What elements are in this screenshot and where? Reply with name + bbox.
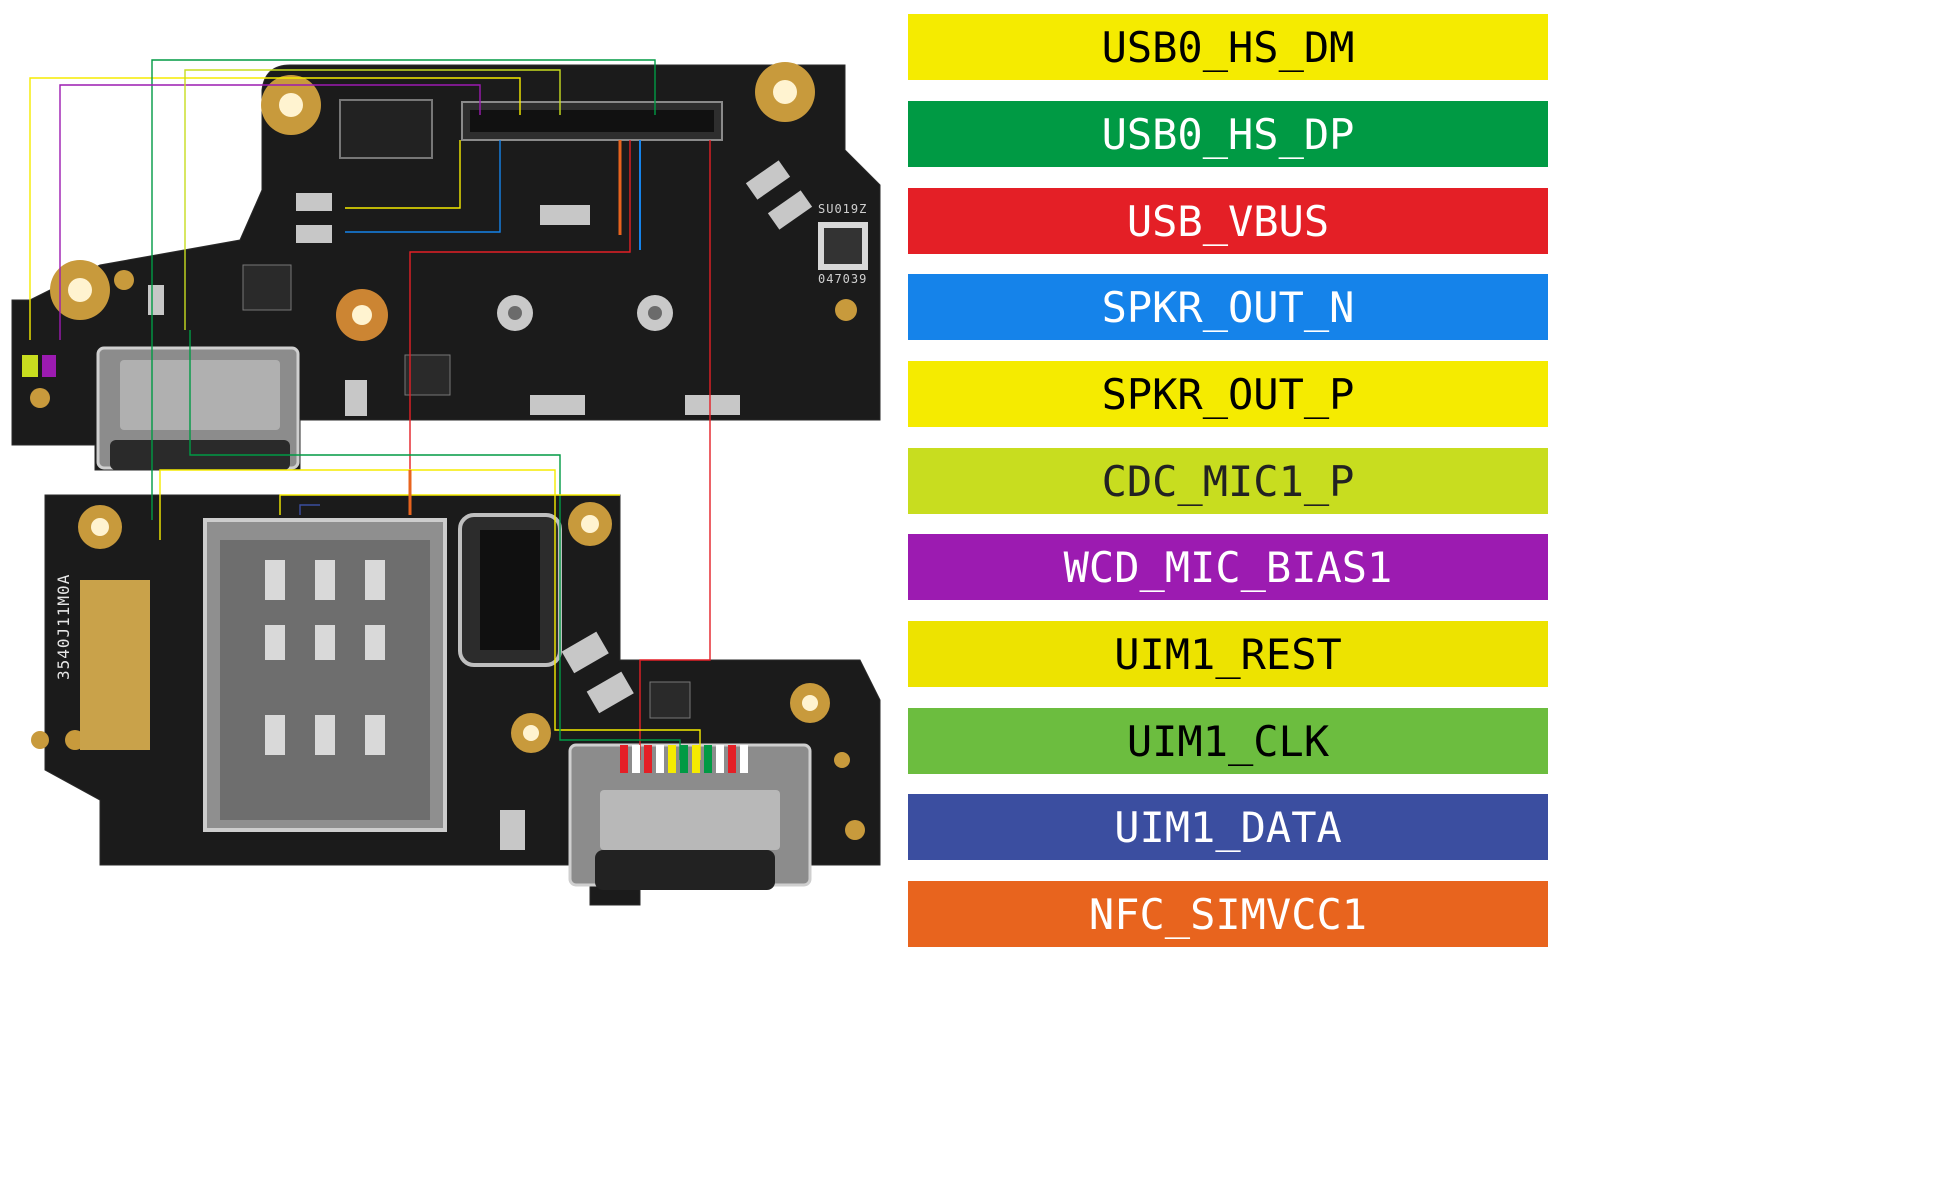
legend-item: USB0_HS_DP	[908, 101, 1548, 167]
pcb-drawing	[11, 59, 881, 906]
legend-item: UIM1_REST	[908, 621, 1548, 687]
bottom-board-marking: 3540J11M0A	[54, 573, 73, 680]
legend-item: UIM1_CLK	[908, 708, 1548, 774]
legend-item: USB_VBUS	[908, 188, 1548, 254]
pcb-board-photo: SU019Z 047039 3540J11M0A	[0, 0, 890, 962]
top-board-code: 047039	[818, 272, 868, 286]
gold-pad	[80, 580, 150, 750]
legend-item: NFC_SIMVCC1	[908, 881, 1548, 947]
legend-item: USB0_HS_DM	[908, 14, 1548, 80]
legend-item: CDC_MIC1_P	[908, 448, 1548, 514]
trace-lines	[29, 59, 711, 760]
legend-item: UIM1_DATA	[908, 794, 1548, 860]
mount-holes	[30, 62, 865, 840]
legend-item: WCD_MIC_BIAS1	[908, 534, 1548, 600]
pin-highlights	[22, 355, 748, 773]
legend-item: SPKR_OUT_P	[908, 361, 1548, 427]
top-board-marking: SU019Z	[818, 202, 868, 216]
legend-item: SPKR_OUT_N	[908, 274, 1548, 340]
